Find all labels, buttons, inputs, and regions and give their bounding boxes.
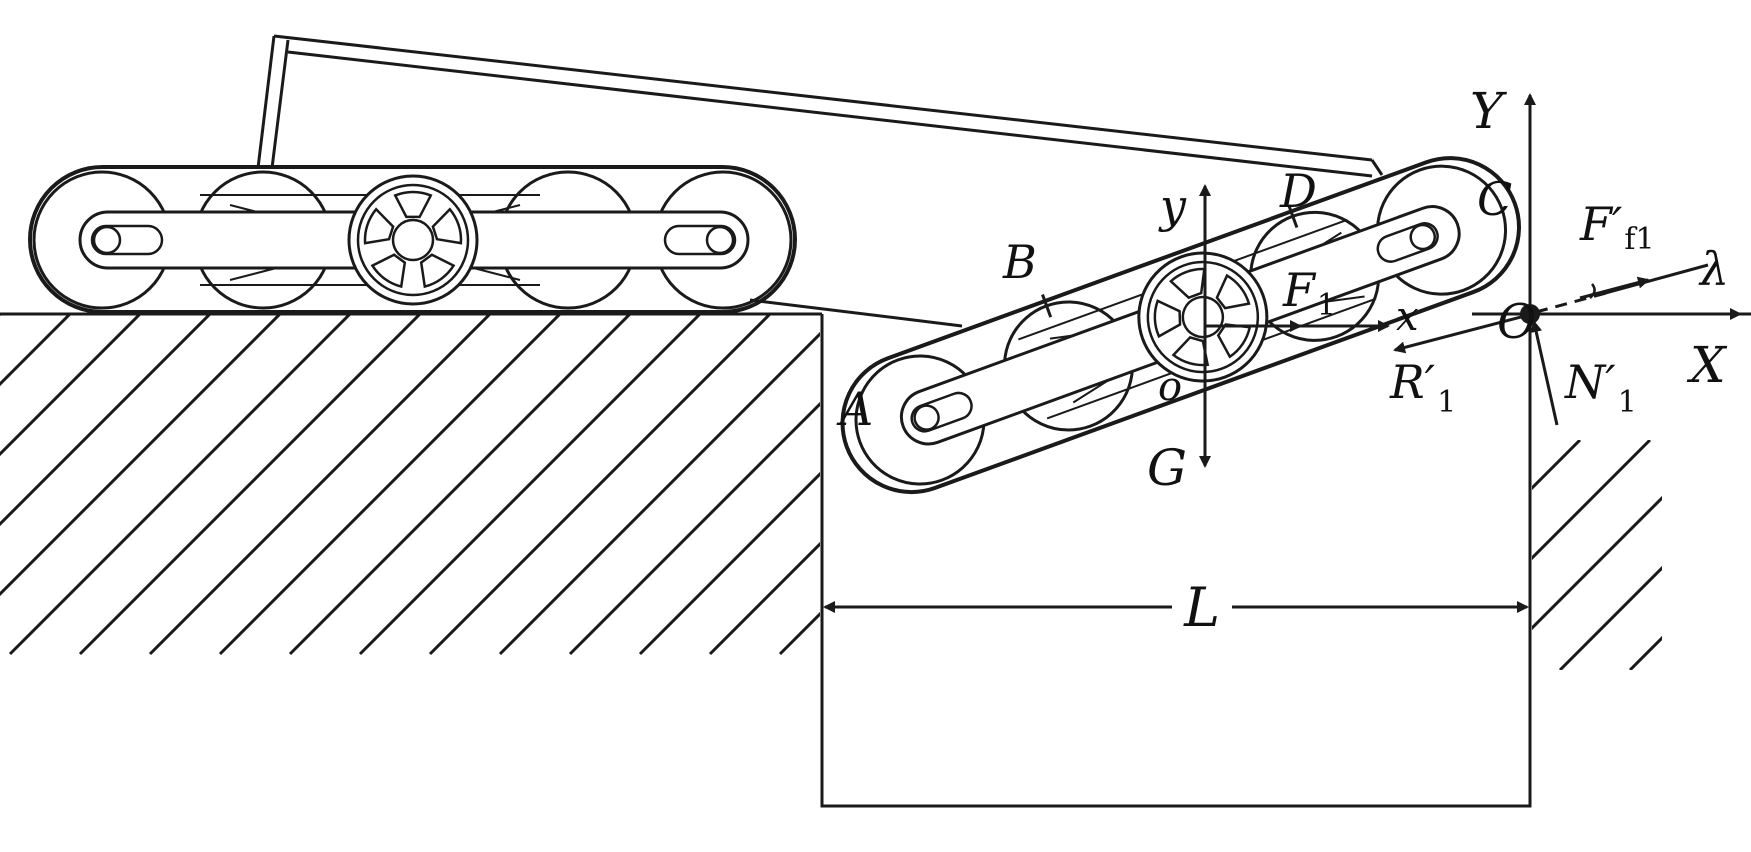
rear-arm-slot-left — [90, 224, 164, 256]
hatch-line — [358, 314, 702, 656]
label-L: L — [1183, 576, 1220, 639]
label-o: o — [1158, 364, 1182, 410]
sprocket-spoke — [431, 207, 463, 245]
label-A: A — [836, 382, 873, 436]
label-Ff1: F′f1 — [1579, 197, 1655, 257]
force-R1-arrow — [1393, 314, 1526, 354]
label-C: C — [1477, 172, 1512, 226]
hatch-line — [218, 314, 562, 656]
frame-lower-link — [749, 298, 963, 328]
label-R1: R′1 — [1389, 355, 1456, 420]
hatch-line — [1628, 635, 1662, 670]
global-axes — [1520, 93, 1742, 324]
rear-crawler — [28, 165, 797, 314]
rear-drive-sprocket — [347, 174, 479, 306]
hatch-line — [78, 314, 422, 656]
sprocket-spoke — [1171, 335, 1210, 367]
label-F1: F1 — [1282, 263, 1336, 323]
hatch-line — [568, 401, 820, 656]
frame-beam-bottom — [287, 50, 1373, 178]
front-crawler — [840, 156, 1521, 495]
front-arm-slot-C — [1376, 222, 1439, 263]
trench — [820, 314, 1532, 808]
hatch-line — [0, 314, 72, 387]
label-G: G — [1147, 439, 1187, 497]
label-y: y — [1158, 179, 1187, 233]
hatch-line — [0, 314, 142, 457]
right-ground-hatching — [1532, 440, 1662, 670]
sprocket-spoke — [1153, 299, 1182, 339]
hatch-line — [1558, 565, 1662, 670]
label-x: x — [1396, 294, 1419, 340]
force-Ff1-arrow — [1579, 276, 1650, 300]
hatch-line — [0, 314, 282, 597]
contact-forces — [1393, 263, 1709, 426]
hatch-line — [288, 314, 632, 656]
dimension-L: L — [823, 576, 1529, 639]
hatch-line — [428, 314, 772, 656]
trench-outline — [820, 314, 1532, 808]
hatch-line — [1532, 495, 1662, 631]
label-N1: N′1 — [1564, 355, 1637, 420]
hatch-line — [1532, 440, 1582, 491]
local-axes — [1199, 184, 1390, 468]
hatch-line — [1532, 440, 1652, 561]
sprocket-spoke — [419, 253, 456, 289]
hatch-line — [708, 541, 820, 656]
rear-track-belt — [28, 165, 797, 314]
marker-D — [1287, 204, 1299, 229]
front-drive-sprocket — [1137, 251, 1269, 383]
sprocket-spoke — [363, 207, 395, 245]
rear-arm-slot-right — [663, 224, 737, 256]
label-B: B — [1002, 235, 1037, 289]
label-X: X — [1686, 336, 1728, 394]
hatch-line — [638, 471, 820, 656]
ground — [0, 312, 1751, 670]
slope-line-lambda — [1597, 263, 1709, 297]
friction-direction-dashed — [1535, 290, 1611, 314]
hatch-line — [8, 314, 352, 656]
hatch-line — [148, 314, 492, 656]
front-arm-slot-A — [910, 391, 973, 433]
marker-B — [1041, 294, 1053, 318]
sprocket-spoke — [393, 190, 433, 219]
label-O: O — [1497, 294, 1536, 350]
label-lambda: λ — [1698, 242, 1729, 296]
hatch-line — [0, 314, 212, 527]
sprocket-spoke — [370, 253, 407, 289]
contact-point-O — [1520, 304, 1540, 324]
hatch-line — [498, 331, 820, 656]
sprocket-spoke — [1215, 273, 1251, 310]
left-ground-hatching — [0, 314, 820, 656]
frame-post — [256, 35, 276, 169]
angle-arc-lambda — [1589, 283, 1596, 299]
force-N1-arrow — [1530, 320, 1559, 426]
connecting-frame — [256, 34, 1384, 328]
label-D: D — [1279, 164, 1317, 218]
frame-beam-top — [273, 34, 1373, 162]
labels: A B D C o O y x Y X G λ F1 F′f1 R′1 N′1 — [836, 82, 1729, 497]
label-Y: Y — [1470, 82, 1507, 140]
